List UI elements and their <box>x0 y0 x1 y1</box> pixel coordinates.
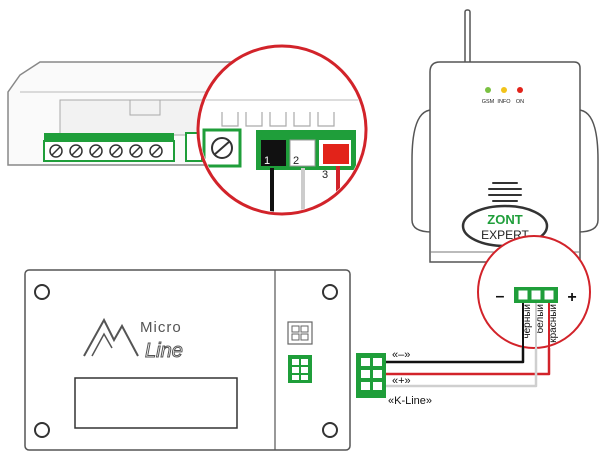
zont-connector-zoom: – + черный белый красный <box>477 235 591 349</box>
mount-hole-icon <box>322 422 338 438</box>
micro-line-controller: Micro Line <box>24 269 351 451</box>
wire-label-red: красный <box>548 304 559 343</box>
led-icon-info <box>501 87 507 93</box>
wire-label-kline: «K-Line» <box>388 395 432 407</box>
zoom-circle: 1 2 3 <box>196 44 368 216</box>
led-icon-gsm <box>485 87 491 93</box>
mount-hole-icon <box>34 422 50 438</box>
micro-line-logo: Micro Line <box>83 317 183 363</box>
mount-hole-icon <box>34 284 50 300</box>
pin-label-1: 1 <box>264 155 270 167</box>
external-plug <box>356 353 386 398</box>
minus-label: – <box>496 288 505 305</box>
pin-label-3: 3 <box>322 169 328 181</box>
logo-text-line: Line <box>145 340 183 362</box>
wiring <box>386 348 551 388</box>
wire-label-minus: «–» <box>392 349 410 361</box>
green-connector-6pin <box>288 355 312 383</box>
mount-hole-icon <box>322 284 338 300</box>
outline-connector <box>287 321 313 345</box>
logo-text-micro: Micro <box>140 319 182 336</box>
led-label-on: ON <box>516 99 524 105</box>
display-window <box>74 377 238 429</box>
wire-label-black: черный <box>522 304 533 339</box>
brand-name: ZONT <box>487 212 522 227</box>
pin-label-2: 2 <box>293 155 299 167</box>
plus-label: + <box>567 289 576 306</box>
screw-terminal-block <box>43 132 203 162</box>
antenna-icon <box>464 9 471 66</box>
led-icon-on <box>517 87 523 93</box>
wire-label-plus: «+» <box>392 375 411 387</box>
led-label-gsm: GSM <box>482 99 495 105</box>
vent-slots <box>488 182 522 202</box>
led-label-info: INFO <box>497 99 511 105</box>
